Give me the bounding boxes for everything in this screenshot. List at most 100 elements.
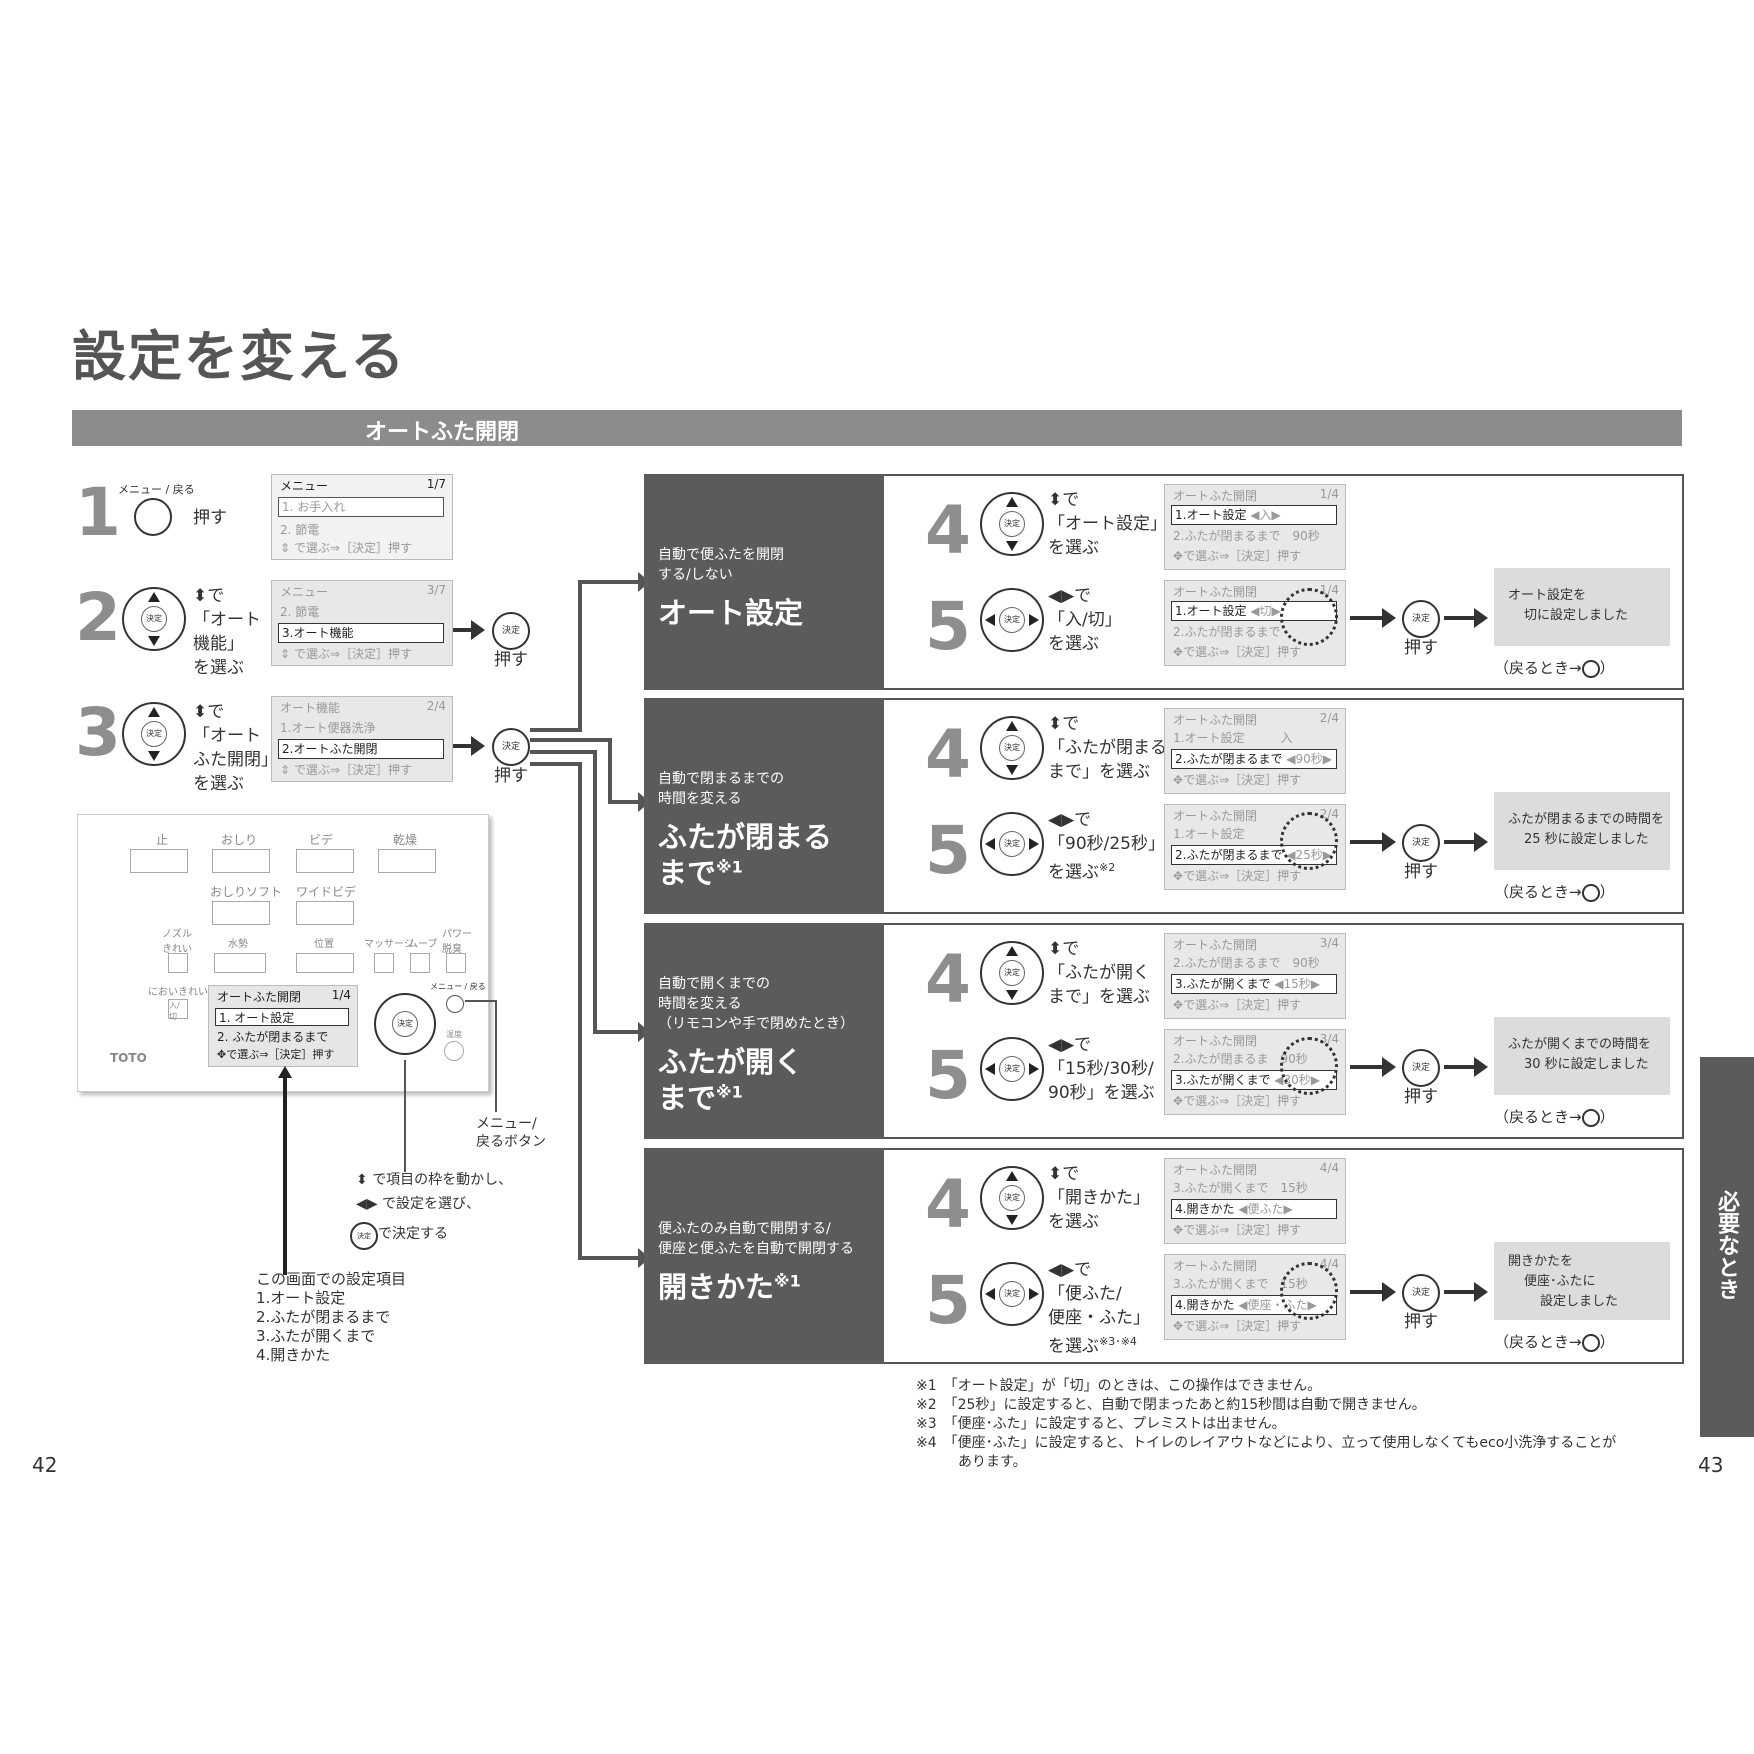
arrow-right-icon xyxy=(471,620,485,640)
move-button[interactable] xyxy=(410,953,430,973)
remote-btn-label: おしりソフト xyxy=(210,885,283,899)
up-down-arrow-icon: ⬍ xyxy=(1048,1164,1063,1184)
de-text: で xyxy=(1074,1260,1092,1280)
massage-button[interactable] xyxy=(374,953,394,973)
kettei-center-icon: 決定 xyxy=(999,960,1025,986)
lcd-selected-value: ◀切▶ xyxy=(1250,604,1281,618)
result-message-line: 開きかたを xyxy=(1508,1254,1574,1269)
kettei-button[interactable]: 決定 xyxy=(492,728,530,766)
remote-label: においきれい xyxy=(148,987,208,998)
up-down-arrow-icon: ⬍ xyxy=(356,1172,368,1188)
remote-btn-label: 止 xyxy=(156,833,169,847)
menu-back-button[interactable] xyxy=(134,498,172,536)
kettei-button[interactable]: 決定 xyxy=(492,612,530,650)
de-text: で xyxy=(1062,1164,1080,1184)
lcd-selected-item: 1.オート設定 xyxy=(1175,508,1247,522)
power-deodorize-button[interactable] xyxy=(446,953,466,973)
kettei-button[interactable]: 決定 xyxy=(1402,824,1440,862)
de-text: で xyxy=(1074,586,1092,606)
oshiri-button[interactable] xyxy=(212,849,270,873)
remote-menu-button[interactable] xyxy=(446,995,464,1013)
dpad-icon[interactable]: 決定 xyxy=(980,492,1044,556)
panel-label-box xyxy=(644,698,884,914)
dry-button[interactable] xyxy=(378,849,436,873)
step-2-line3: を選ぶ xyxy=(193,658,244,678)
panel-name: オート設定 xyxy=(658,596,804,630)
step-2-line1: 「オート xyxy=(193,610,261,630)
back-text-end: ） xyxy=(1599,659,1615,677)
step-1-lcd: メニュー 1/7 1. お手入れ 2. 節電 ⇕ で選ぶ⇒［決定］押す xyxy=(271,474,453,560)
kettei-button[interactable]: 決定 xyxy=(1402,1274,1440,1312)
lcd-header: オートふた開閉 xyxy=(1173,938,1258,952)
cross-arrows-icon: ✥ xyxy=(217,1048,227,1061)
remote-menu-label: メニュー / 戻る xyxy=(430,982,486,991)
step-3-lcd: オート機能 2/4 1.オート便器洗浄 2.オートふた開閉 ⇕ で選ぶ⇒［決定］… xyxy=(271,696,453,782)
dpad-icon[interactable]: 決定 xyxy=(980,812,1044,876)
step-5-text: 「入/切」 xyxy=(1048,610,1122,630)
step-4-text: 「開きかた」 xyxy=(1048,1188,1150,1208)
lcd-selected-item: 4.開きかた xyxy=(1175,1298,1235,1312)
step-5-text: を選ぶ xyxy=(1048,862,1099,883)
lcd-selected-item: 2.オートふた開閉 xyxy=(278,739,444,759)
panel-desc: 時間を変える xyxy=(658,791,742,807)
panel-name: ふたが閉まる xyxy=(658,820,833,854)
kettei-center-icon: 決定 xyxy=(141,721,167,747)
lcd-hint: で選ぶ⇒［決定］押す xyxy=(293,763,412,777)
lcd-hint: で選ぶ⇒［決定］押す xyxy=(1183,1094,1302,1108)
lcd-page: 1/4 xyxy=(331,988,351,1002)
lcd-item: 1.オート設定 入 xyxy=(1173,731,1293,745)
panel-name: ふたが開く xyxy=(658,1045,804,1079)
items-title: この画面での設定項目 xyxy=(256,1270,407,1288)
remote-dpad-icon[interactable]: 決定 xyxy=(374,993,436,1055)
left-right-arrow-icon: ◀▶ xyxy=(1048,1035,1075,1055)
dpad-icon[interactable]: 決定 xyxy=(980,941,1044,1005)
step-4-text: 「オート設定」 xyxy=(1048,514,1167,534)
water-pressure-button[interactable] xyxy=(214,953,266,973)
nioi-button[interactable]: 入/切 xyxy=(168,999,188,1021)
dpad-icon[interactable]: 決定 xyxy=(122,702,186,766)
wide-bidet-button[interactable] xyxy=(296,901,354,925)
step-3-number: 3 xyxy=(75,694,121,771)
lcd-item: 1.オート設定 xyxy=(1173,827,1245,841)
dpad-icon[interactable]: 決定 xyxy=(980,1037,1044,1101)
lcd-item: 1.オート便器洗浄 xyxy=(280,721,376,735)
lcd-header: オートふた開閉 xyxy=(1173,1034,1258,1048)
dpad-icon[interactable]: 決定 xyxy=(122,587,186,651)
step-1-push-text: 押す xyxy=(193,508,227,528)
dpad-icon[interactable]: 決定 xyxy=(980,716,1044,780)
remote-btn-label: ビデ xyxy=(309,833,334,847)
lcd-selected-value: ◀便ふた▶ xyxy=(1238,1202,1293,1216)
remote-btn-label: 乾燥 xyxy=(393,833,418,847)
step-5-text: 「90秒/25秒」 xyxy=(1048,834,1165,854)
remote-control: 止 おしり ビデ 乾燥 おしりソフト ワイドビデ ノズル きれい 水勢 位置 マ… xyxy=(77,814,489,1092)
bidet-button[interactable] xyxy=(296,849,354,873)
dpad-icon[interactable]: 決定 xyxy=(980,588,1044,652)
nozzle-clean-button[interactable] xyxy=(168,953,188,973)
position-button[interactable] xyxy=(296,953,354,973)
highlight-circle xyxy=(1280,812,1338,870)
arrow-right-icon xyxy=(1474,832,1488,852)
lcd-selected-value: ◀入▶ xyxy=(1250,508,1281,522)
step-3-line1: 「オート xyxy=(193,726,261,746)
result-message-line: ふたが閉まるまでの時間を xyxy=(1508,812,1665,827)
lcd-header: オートふた開閉 xyxy=(217,990,302,1004)
panel-desc: 便座と便ふたを自動で開閉する xyxy=(658,1241,854,1257)
side-tab-label: 必要なとき xyxy=(1714,1190,1739,1300)
remote-label: 水勢 xyxy=(228,939,248,950)
back-text: （戻るとき→ xyxy=(1494,659,1582,677)
dpad-icon[interactable]: 決定 xyxy=(980,1262,1044,1326)
left-right-arrow-icon: ◀▶ xyxy=(1048,1260,1075,1280)
kettei-button[interactable]: 決定 xyxy=(1402,1049,1440,1087)
temp-button[interactable] xyxy=(444,1041,464,1061)
lcd-header: オートふた開閉 xyxy=(1173,489,1258,503)
lcd-hint: で選ぶ⇒［決定］押す xyxy=(293,647,412,661)
stop-button[interactable] xyxy=(130,849,188,873)
lcd-header: オートふた開閉 xyxy=(1173,585,1258,599)
oshiri-soft-button[interactable] xyxy=(212,901,270,925)
kettei-center-icon: 決定 xyxy=(999,1281,1025,1307)
dpad-icon[interactable]: 決定 xyxy=(980,1166,1044,1230)
remote-lcd: オートふた開閉 1/4 1. オート設定 2. ふたが閉まるまで ✥で選ぶ⇒［決… xyxy=(208,985,358,1067)
panel-desc: 時間を変える xyxy=(658,996,742,1012)
side-tab[interactable] xyxy=(1700,1057,1754,1437)
kettei-button[interactable]: 決定 xyxy=(1402,600,1440,638)
